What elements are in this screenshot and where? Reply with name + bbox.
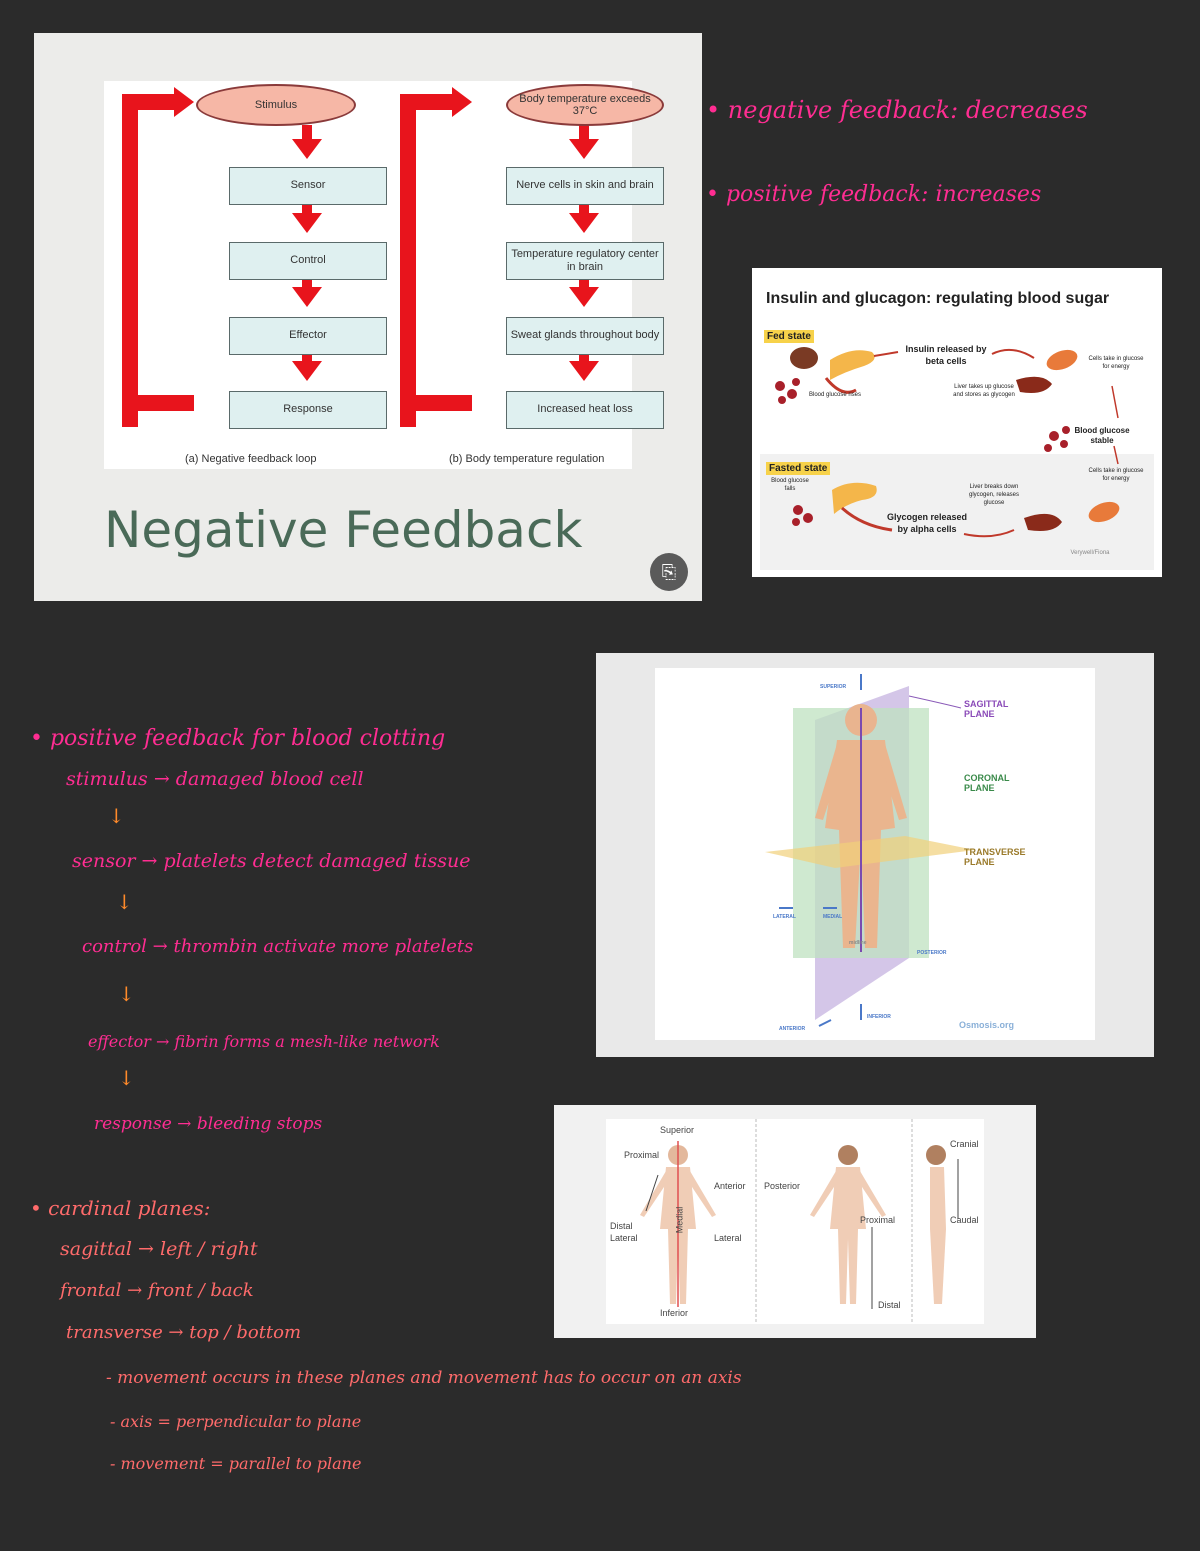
- inferior-label: INFERIOR: [867, 1014, 891, 1020]
- nerve-cells-box: Nerve cells in skin and brain: [506, 167, 664, 205]
- axis-perpendicular-note: - axis = perpendicular to plane: [110, 1412, 362, 1431]
- fed-state-tag: Fed state: [764, 330, 814, 343]
- cranial-term: Cranial: [950, 1139, 979, 1149]
- lateral-left-term: Lateral: [610, 1233, 638, 1243]
- blood-glucose-stable-label: Blood glucose stable: [1074, 426, 1130, 446]
- superior-label: SUPERIOR: [820, 684, 847, 690]
- directional-terms-panel: Superior Proximal Distal Lateral Medial …: [606, 1119, 984, 1324]
- movement-axis-note: - movement occurs in these planes and mo…: [106, 1368, 742, 1388]
- midline-label: midline: [849, 940, 867, 946]
- clotting-sensor-line: sensor → platelets detect damaged tissue: [72, 850, 471, 872]
- positive-feedback-heading: • positive feedback for blood clotting: [30, 726, 446, 751]
- clotting-control-line: control → thrombin activate more platele…: [82, 936, 474, 957]
- clotting-response-line: response → bleeding stops: [94, 1114, 323, 1134]
- scan-text-icon[interactable]: ⎘: [650, 553, 688, 591]
- anterior-label: ANTERIOR: [779, 1026, 806, 1032]
- insulin-illustrations: [775, 347, 1120, 538]
- medial-term: Medial: [674, 1206, 685, 1234]
- caudal-term: Caudal: [950, 1215, 979, 1225]
- temperature-stimulus-oval: Body temperature exceeds 37°C: [506, 84, 664, 126]
- sagittal-note: sagittal → left / right: [60, 1238, 258, 1260]
- cells-take-in-label-1: Cells take in glucose for energy: [1088, 356, 1144, 370]
- directional-terms-image: Superior Proximal Distal Lateral Medial …: [554, 1105, 1036, 1338]
- clotting-stimulus-line: stimulus → damaged blood cell: [66, 768, 364, 790]
- temperature-center-box: Temperature regulatory center in brain: [506, 242, 664, 280]
- feedback-loop-diagram: Stimulus Sensor Control Effector Respons…: [104, 81, 664, 469]
- down-arrow-1: ↓: [108, 804, 125, 828]
- distal-term: Distal: [610, 1221, 633, 1231]
- blood-glucose-rises-label: Blood glucose rises: [808, 392, 862, 398]
- control-box: Control: [229, 242, 387, 280]
- liver-breaks-down-label: Liver breaks down glycogen, releases glu…: [968, 484, 1020, 506]
- inferior-term: Inferior: [660, 1308, 689, 1318]
- coronal-plane-label: CORONAL PLANE: [964, 773, 1010, 793]
- proximal-term: Proximal: [624, 1150, 660, 1160]
- fasted-state-tag: Fasted state: [766, 462, 831, 475]
- insulin-source-credit: Verywell/Fiona: [1070, 550, 1110, 556]
- insulin-card-title: Insulin and glucagon: regulating blood s…: [766, 290, 1110, 307]
- insulin-released-label: Insulin released by beta cells: [905, 344, 987, 366]
- body-planes-illustration: [765, 674, 975, 1027]
- directional-illustration: [640, 1119, 959, 1324]
- medial-label: MEDIAL: [823, 914, 843, 920]
- down-arrow-3: ↓: [118, 982, 135, 1006]
- sensor-box: Sensor: [229, 167, 387, 205]
- negative-feedback-slide: Stimulus Sensor Control Effector Respons…: [34, 33, 702, 601]
- movement-parallel-note: - movement = parallel to plane: [110, 1454, 362, 1473]
- response-box: Response: [229, 391, 387, 429]
- body-planes-panel: SUPERIOR SAGITTAL PLANE CORONAL PLANE TR…: [655, 668, 1095, 1040]
- insulin-glucagon-card: Insulin and glucagon: regulating blood s…: [752, 268, 1162, 577]
- anterior-term: Anterior: [714, 1181, 746, 1191]
- clotting-effector-line: effector → fibrin forms a mesh-like netw…: [88, 1032, 440, 1051]
- superior-term: Superior: [660, 1125, 695, 1135]
- note-positive-feedback: • positive feedback: increases: [706, 182, 1042, 207]
- posterior-label: POSTERIOR: [917, 950, 947, 956]
- blood-glucose-falls-label: Blood glucose falls: [771, 478, 809, 492]
- frontal-note: frontal → front / back: [60, 1280, 254, 1301]
- feedback-arrows: [122, 87, 599, 427]
- proximal-back-term: Proximal: [860, 1215, 896, 1225]
- loop-b-caption: (b) Body temperature regulation: [449, 453, 605, 465]
- osmosis-credit: Osmosis.org: [959, 1020, 1015, 1030]
- down-arrow-4: ↓: [118, 1066, 135, 1090]
- cardinal-planes-heading: • cardinal planes:: [30, 1196, 211, 1220]
- transverse-plane-label: TRANSVERSE PLANE: [964, 847, 1026, 867]
- effector-box: Effector: [229, 317, 387, 355]
- note-negative-feedback: • negative feedback: decreases: [706, 96, 1088, 124]
- transverse-note: transverse → top / bottom: [66, 1322, 302, 1343]
- liver-takes-up-label: Liver takes up glucose and stores as gly…: [953, 384, 1015, 398]
- slide-title: Negative Feedback: [104, 501, 583, 559]
- body-planes-image: SUPERIOR SAGITTAL PLANE CORONAL PLANE TR…: [596, 653, 1154, 1057]
- cells-take-in-label-2: Cells take in glucose for energy: [1088, 468, 1144, 482]
- heat-loss-box: Increased heat loss: [506, 391, 664, 429]
- lateral-right-term: Lateral: [714, 1233, 742, 1243]
- sweat-glands-box: Sweat glands throughout body: [506, 317, 664, 355]
- down-arrow-2: ↓: [116, 890, 133, 914]
- loop-a-caption: (a) Negative feedback loop: [185, 453, 317, 465]
- sagittal-plane-label: SAGITTAL PLANE: [964, 699, 1009, 719]
- lateral-label: LATERAL: [773, 914, 796, 920]
- stimulus-oval: Stimulus: [196, 84, 356, 126]
- posterior-term: Posterior: [764, 1181, 801, 1191]
- glycogen-released-label: Glycogen released by alpha cells: [886, 512, 968, 534]
- distal-back-term: Distal: [878, 1300, 901, 1310]
